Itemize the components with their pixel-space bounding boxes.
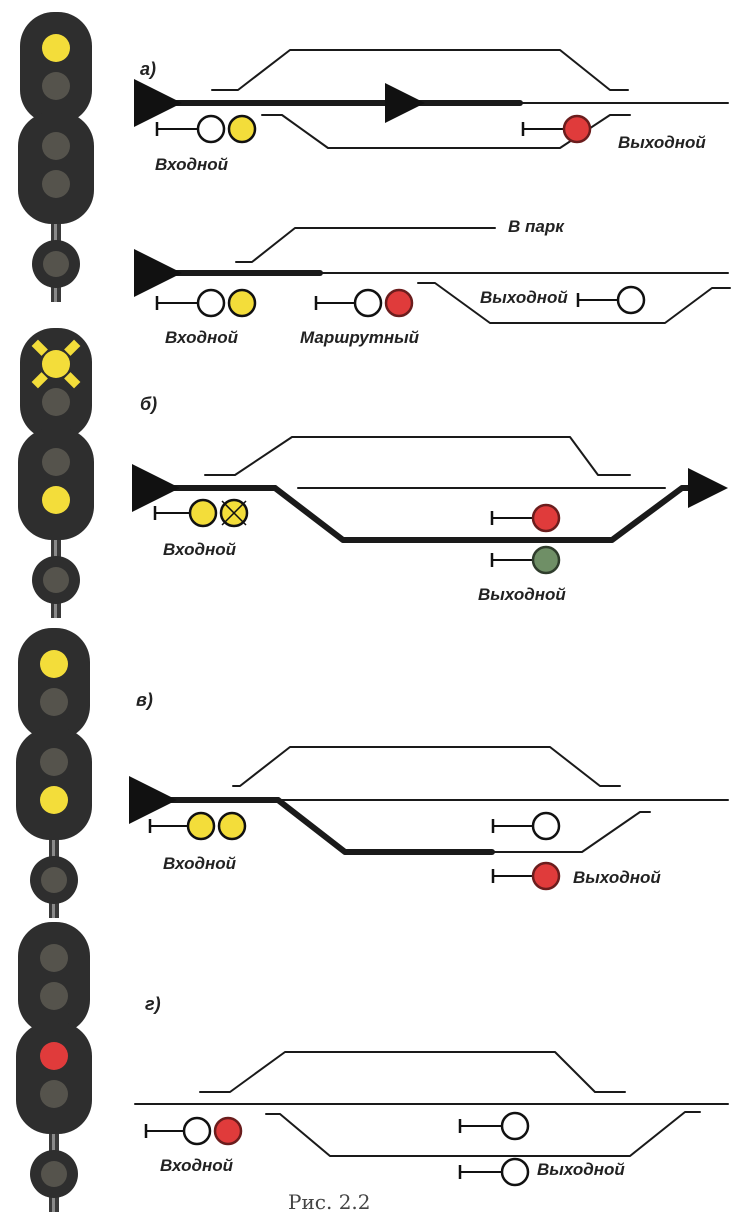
upper-lamp-2	[40, 982, 68, 1010]
lower-lamp-2	[40, 786, 68, 814]
upper-lamp-1	[40, 650, 68, 678]
route-label: Маршрутный	[300, 328, 420, 347]
lower-lamp-2	[40, 1080, 68, 1108]
bottom-lamp	[43, 567, 69, 593]
flash-ray	[64, 372, 81, 389]
upper-lamp-1	[42, 34, 70, 62]
exit-label-a: Выходной	[618, 133, 706, 152]
track-diagram-a	[134, 49, 729, 149]
a2-entry-lamp-1	[196, 288, 226, 318]
signal-heads-column	[16, 12, 94, 1212]
signal-upper-housing	[18, 922, 90, 1034]
a-exit-lamp-1	[562, 114, 592, 144]
b-exit-upper-lamp-1	[531, 503, 561, 533]
exit-label-a2: Выходной	[480, 288, 568, 307]
g-exit-upper-lamp-1	[500, 1111, 530, 1141]
lower-lamp-2	[42, 170, 70, 198]
track-diagram-b	[132, 436, 728, 543]
bottom-lamp	[41, 867, 67, 893]
lower-lamp-1	[40, 1042, 68, 1070]
a-entry-lamp-1	[196, 114, 226, 144]
section-letter-b: б)	[140, 394, 158, 414]
section-letter-a: а)	[140, 59, 157, 79]
b-exit-lower-lamp-1	[531, 545, 561, 575]
signal-lower-housing	[16, 728, 92, 840]
upper-lamp-2	[42, 388, 70, 416]
v-exit-lower-lamp-1	[531, 861, 561, 891]
a2-route-lamp-1	[353, 288, 383, 318]
upper-lamp-2	[42, 72, 70, 100]
g-entry-lamp-1	[182, 1116, 212, 1146]
entry-label-v: Входной	[163, 854, 237, 873]
entry-label-a: Входной	[155, 155, 229, 174]
track-diagram-g	[134, 1051, 729, 1157]
g-exit-lower-lamp-1	[500, 1157, 530, 1187]
g-entry-lamp-2	[213, 1116, 243, 1146]
upper-lamp-2	[40, 688, 68, 716]
upper-lamp-1	[40, 944, 68, 972]
v-entry-lamp-2	[217, 811, 247, 841]
bottom-lamp	[41, 1161, 67, 1187]
track-diagram-v	[129, 746, 729, 855]
signal-upper-housing	[20, 12, 92, 124]
signal-lower-housing	[18, 428, 94, 540]
signal-upper-housing	[18, 628, 90, 740]
a2-route-lamp-2	[384, 288, 414, 318]
lower-lamp-1	[40, 748, 68, 776]
a2-exit-lamp	[616, 285, 646, 315]
a-entry-lamp-2	[227, 114, 257, 144]
a2-entry-lamp-2	[227, 288, 257, 318]
flash-ray	[31, 339, 48, 356]
section-letter-g: г)	[145, 994, 161, 1014]
upper-lamp-1	[42, 350, 70, 378]
track-diagram-a-park	[134, 227, 731, 324]
signal-a	[18, 12, 94, 302]
entry-label-g: Входной	[160, 1156, 234, 1175]
b-entry-lamp-1	[188, 498, 218, 528]
bottom-lamp	[43, 251, 69, 277]
signal-v	[16, 628, 92, 918]
flash-mark	[221, 500, 247, 526]
signal-b	[18, 328, 94, 618]
exit-label-v: Выходной	[573, 868, 661, 887]
figure-caption: Рис. 2.2	[288, 1190, 371, 1214]
track-signals	[144, 114, 646, 1187]
v-entry-lamp-1	[186, 811, 216, 841]
flash-ray	[31, 372, 48, 389]
section-letter-v: в)	[136, 690, 153, 710]
exit-label-g: Выходной	[537, 1160, 625, 1179]
signal-g	[16, 922, 92, 1212]
signal-lower-housing	[18, 112, 94, 224]
entry-label-b: Входной	[163, 540, 237, 559]
v-exit-upper-lamp-1	[531, 811, 561, 841]
signal-lower-housing	[16, 1022, 92, 1134]
signal-upper-housing	[20, 328, 92, 440]
lower-lamp-1	[42, 132, 70, 160]
lower-lamp-1	[42, 448, 70, 476]
entry-label-a2: Входной	[165, 328, 239, 347]
flash-ray	[64, 339, 81, 356]
park-label: В парк	[508, 217, 564, 236]
lower-lamp-2	[42, 486, 70, 514]
exit-label-b: Выходной	[478, 585, 566, 604]
